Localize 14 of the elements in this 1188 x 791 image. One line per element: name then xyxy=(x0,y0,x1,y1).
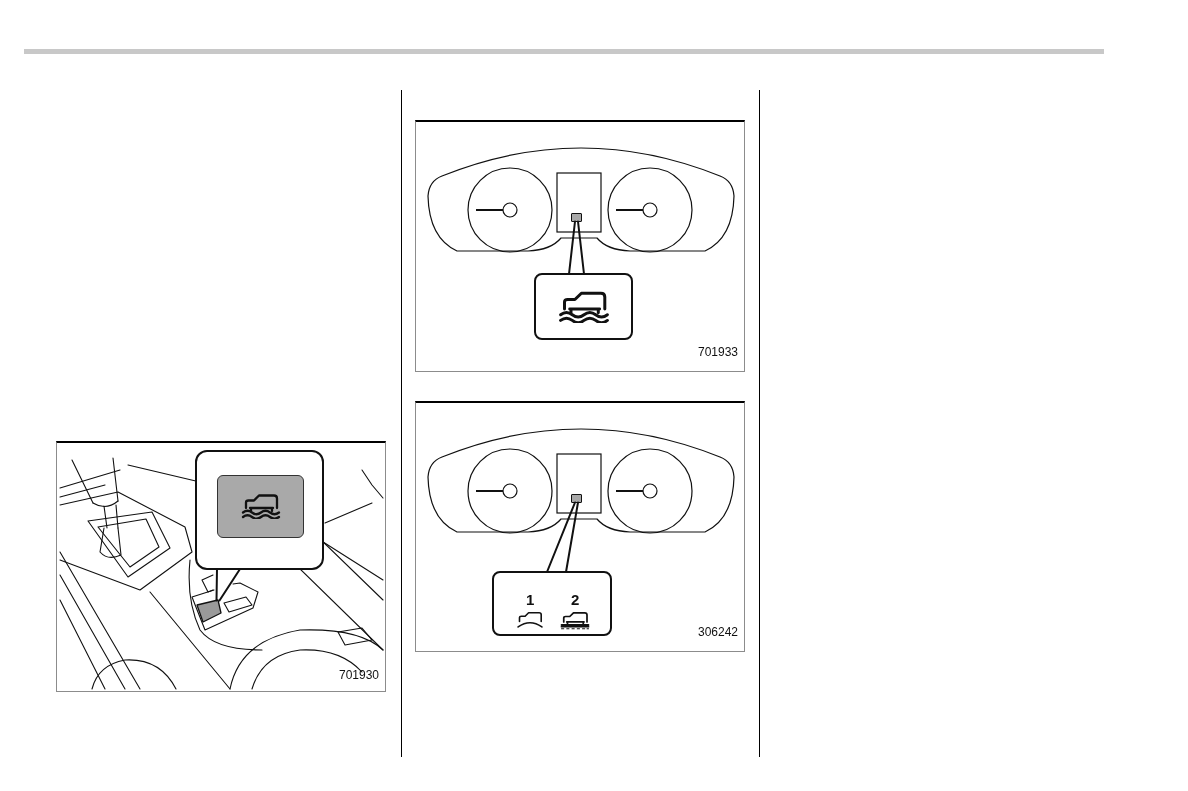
callout-box xyxy=(534,273,633,340)
callout-pointer xyxy=(546,501,579,573)
callout-box xyxy=(492,571,612,636)
callout-number: 1 xyxy=(526,592,535,608)
callout-number: 2 xyxy=(571,592,580,608)
indicator-light xyxy=(571,494,582,503)
figure-number: 701930 xyxy=(338,669,379,682)
callout-pointer xyxy=(215,568,241,602)
figure-number: 701933 xyxy=(697,346,738,359)
indicator-light xyxy=(571,213,582,222)
figure-number: 306242 xyxy=(697,626,738,639)
callout-pointer xyxy=(568,220,585,275)
callout-bubble xyxy=(195,450,324,570)
console-switch xyxy=(196,600,223,623)
